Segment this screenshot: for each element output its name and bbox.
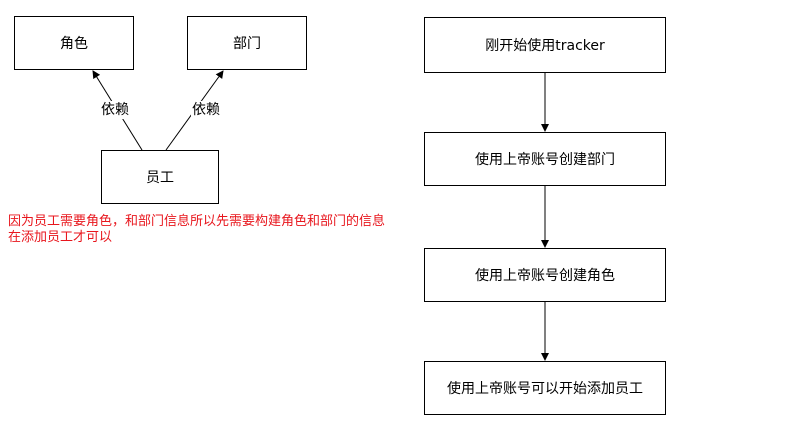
dependency-note: 因为员工需要角色，和部门信息所以先需要构建角色和部门的信息 在添加员工才可以 [8,214,385,246]
flow-step-create-role-label: 使用上帝账号创建角色 [475,268,615,284]
edge-label-employee-department: 依赖 [191,101,221,119]
department-node: 部门 [187,16,307,70]
role-node-label: 角色 [60,36,88,52]
flow-step-add-employee-label: 使用上帝账号可以开始添加员工 [447,381,643,397]
employee-node: 员工 [101,150,219,204]
dependency-note-line-2: 在添加员工才可以 [8,230,113,245]
flow-step-create-department: 使用上帝账号创建部门 [424,132,666,186]
flow-step-start-label: 刚开始使用tracker [485,38,605,54]
employee-node-label: 员工 [146,170,174,186]
flow-step-create-role: 使用上帝账号创建角色 [424,248,666,302]
edge-label-employee-role: 依赖 [100,101,130,119]
department-node-label: 部门 [233,36,261,52]
flow-step-start: 刚开始使用tracker [424,17,666,73]
flow-step-add-employee: 使用上帝账号可以开始添加员工 [424,361,666,415]
flow-step-create-department-label: 使用上帝账号创建部门 [475,152,615,168]
role-node: 角色 [14,16,134,70]
dependency-note-line-1: 因为员工需要角色，和部门信息所以先需要构建角色和部门的信息 [8,214,386,229]
